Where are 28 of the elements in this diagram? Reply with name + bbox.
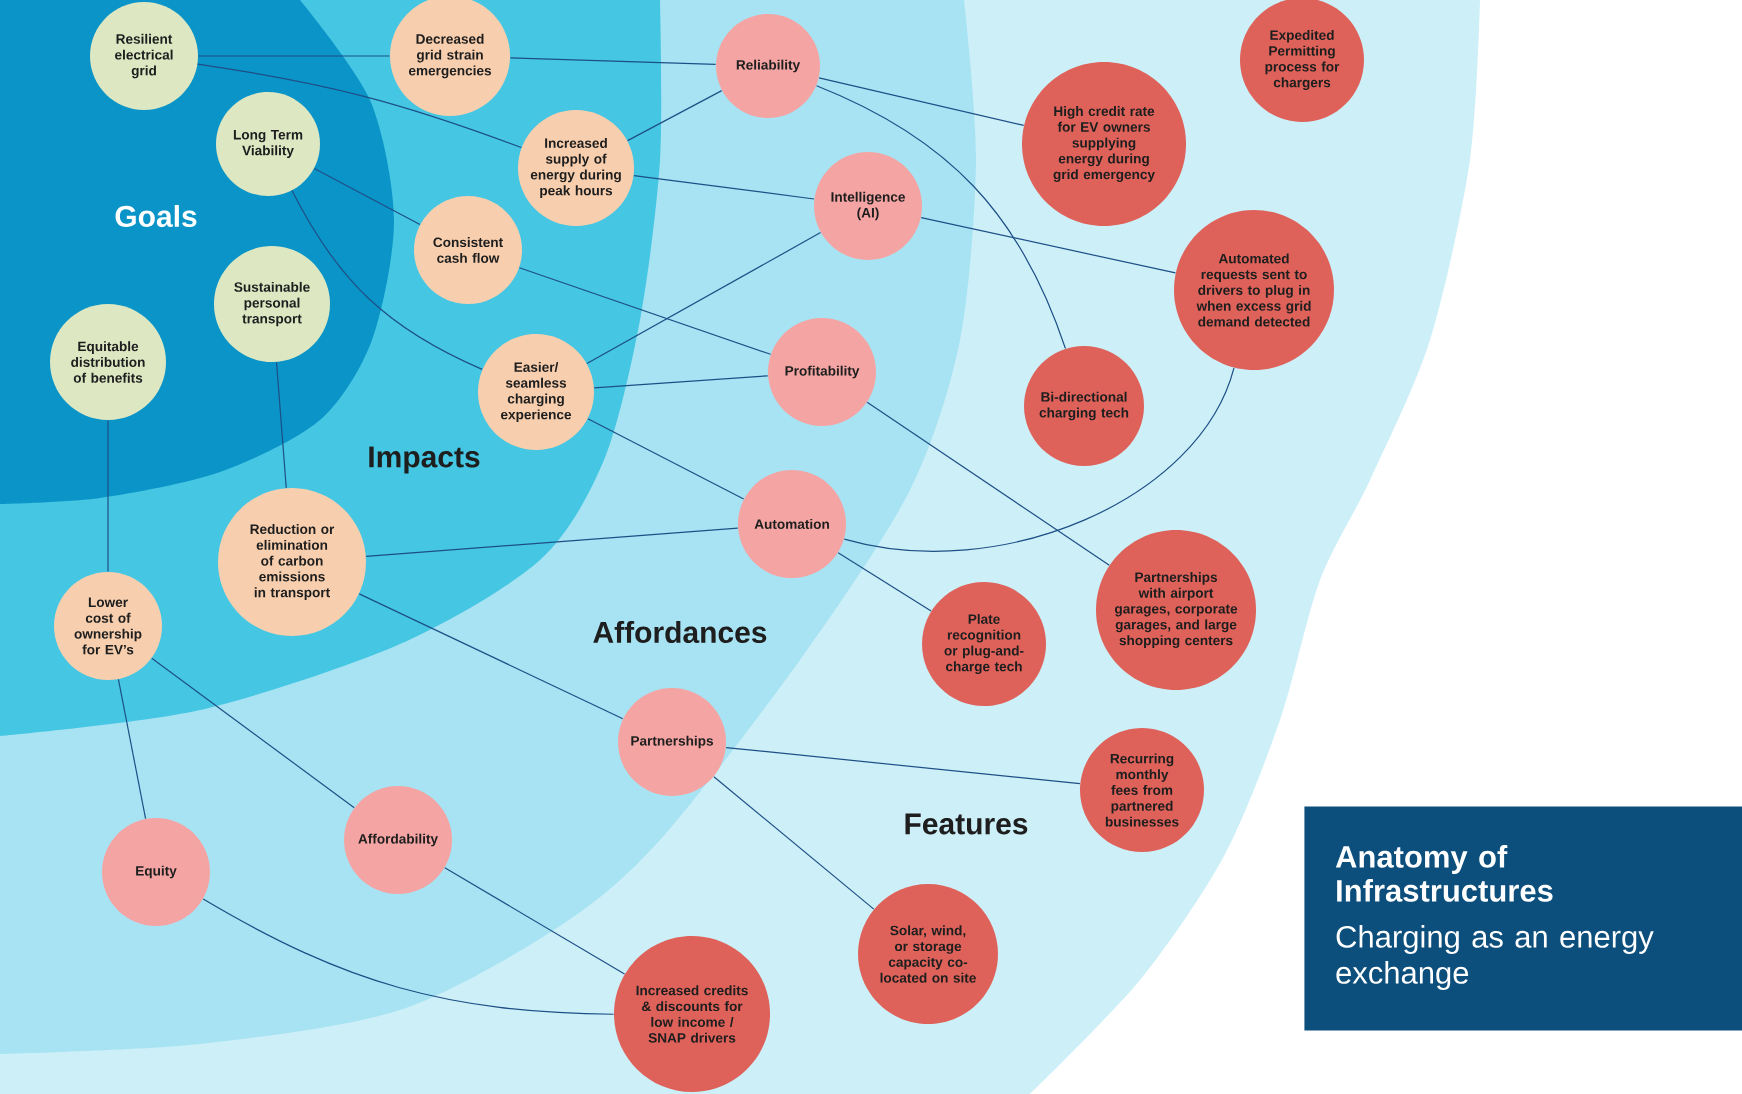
connector-line (586, 232, 822, 365)
connector-line (920, 217, 1177, 274)
connector-line (202, 898, 615, 1015)
connector-line (117, 678, 147, 820)
connector-line (197, 63, 522, 149)
connector-line (518, 267, 772, 355)
connector-line (713, 776, 875, 910)
connector-line (358, 593, 624, 720)
connector-line (818, 77, 1025, 126)
connector-line (843, 367, 1235, 552)
connector-line (725, 746, 1081, 785)
connector-line (275, 361, 287, 489)
connector-line (365, 527, 739, 557)
connector-line (633, 174, 815, 200)
connector-line (587, 418, 745, 500)
title-box: Anatomy of Infrastructures Charging as an energy exchange (1304, 806, 1742, 1031)
connector-line (593, 375, 769, 389)
connector-line (815, 85, 1067, 350)
connector-line (866, 401, 1110, 566)
connector-line (627, 90, 723, 142)
connector-line (197, 55, 391, 57)
connector-line (837, 552, 932, 612)
connector-line (291, 190, 483, 370)
connector-line (444, 867, 626, 975)
connector-line (151, 657, 355, 809)
connector-line (313, 167, 421, 226)
connector-line (509, 57, 717, 65)
connector-line (107, 419, 109, 573)
